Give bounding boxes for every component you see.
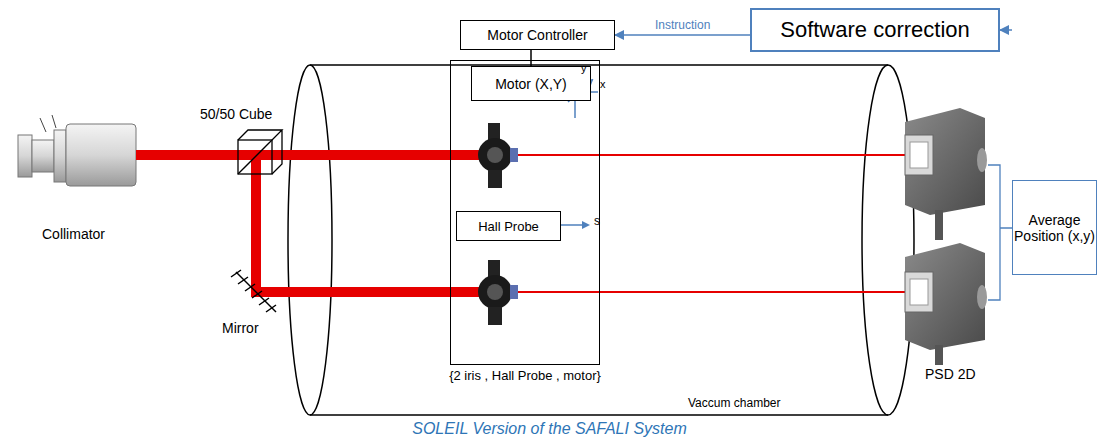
- software-box: Software correction: [750, 8, 1000, 52]
- part-label: PSD 2D: [925, 366, 976, 382]
- axis-arrow: [560, 224, 588, 226]
- connector: [615, 34, 750, 36]
- edge-label: Instruction: [655, 18, 710, 32]
- part-label: 50/50 Cube: [200, 106, 272, 122]
- average-box: Average Position (x,y): [1012, 180, 1097, 275]
- controller-box: Motor Controller: [460, 20, 615, 50]
- motor-box: Motor (X,Y): [471, 66, 591, 101]
- signal-wire: [988, 165, 1012, 300]
- beam-splitter-cube: [238, 130, 282, 174]
- node-text: Motor (X,Y): [495, 76, 567, 92]
- node-text: Average Position (x,y): [1013, 212, 1096, 244]
- node-text: Software correction: [780, 17, 970, 43]
- assembly-group: {2 iris , Hall Probe , motor}Motor (X,Y)…: [450, 60, 600, 365]
- iris: [478, 123, 518, 188]
- part-label: Mirror: [222, 320, 259, 336]
- laser-beam-thin: [505, 155, 905, 292]
- part-label: s: [594, 214, 600, 228]
- psd-camera: [905, 108, 987, 240]
- psd-camera: [905, 243, 987, 365]
- node-text: {2 iris , Hall Probe , motor}: [449, 368, 601, 383]
- hall-probe-box: Hall Probe: [456, 211, 561, 241]
- node-text: Motor Controller: [487, 27, 587, 43]
- caption: SOLEIL Version of the SAFALI System: [0, 420, 1099, 438]
- part-label: Vaccum chamber: [688, 396, 780, 410]
- mirror: [231, 270, 276, 312]
- connector: [530, 50, 532, 66]
- laser-beam: [136, 155, 492, 292]
- collimator: [18, 115, 136, 186]
- connector: [1000, 29, 1012, 31]
- node-text: Hall Probe: [478, 219, 539, 234]
- part-label: y: [581, 62, 587, 74]
- part-label: x: [600, 78, 606, 90]
- part-label: Collimator: [42, 226, 105, 242]
- vacuum-chamber: [288, 65, 914, 415]
- iris: [478, 260, 518, 325]
